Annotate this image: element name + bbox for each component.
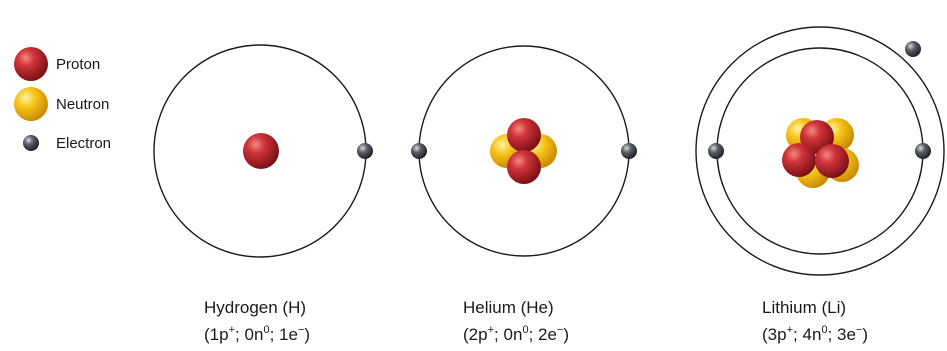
lithium-proton [815,144,849,178]
electron-icon [23,135,39,151]
legend-item-electron: Electron [23,135,111,152]
lithium-atom [696,27,944,275]
hydrogen-caption: Hydrogen (H) (1p+; 0n0; 1e−) [204,298,310,344]
lithium-electron [915,143,931,159]
lithium-electron [905,41,921,57]
atom-formula: (2p+; 0n0; 2e−) [463,324,569,344]
legend: Proton Neutron Electron [14,47,111,152]
hydrogen-electron [357,143,373,159]
lithium-caption: Lithium (Li) (3p+; 4n0; 3e−) [762,298,868,344]
atom-name: Lithium (Li) [762,298,846,317]
legend-label-neutron: Neutron [56,96,109,113]
atom-formula: (3p+; 4n0; 3e−) [762,324,868,344]
helium-proton [507,150,541,184]
helium-caption: Helium (He) (2p+; 0n0; 2e−) [463,298,569,344]
helium-nucleus [490,118,557,184]
lithium-nucleus [782,118,859,188]
hydrogen-proton [243,133,279,169]
legend-item-neutron: Neutron [14,87,109,121]
legend-item-proton: Proton [14,47,100,81]
hydrogen-atom [154,45,373,257]
helium-electron [621,143,637,159]
atom-name: Hydrogen (H) [204,298,306,317]
helium-proton [507,118,541,152]
atom-name: Helium (He) [463,298,554,317]
atom-formula: (1p+; 0n0; 1e−) [204,324,310,344]
lithium-electron [708,143,724,159]
helium-atom [411,46,637,256]
helium-electron [411,143,427,159]
legend-label-proton: Proton [56,56,100,73]
legend-label-electron: Electron [56,135,111,152]
neutron-icon [14,87,48,121]
lithium-proton [782,143,816,177]
proton-icon [14,47,48,81]
